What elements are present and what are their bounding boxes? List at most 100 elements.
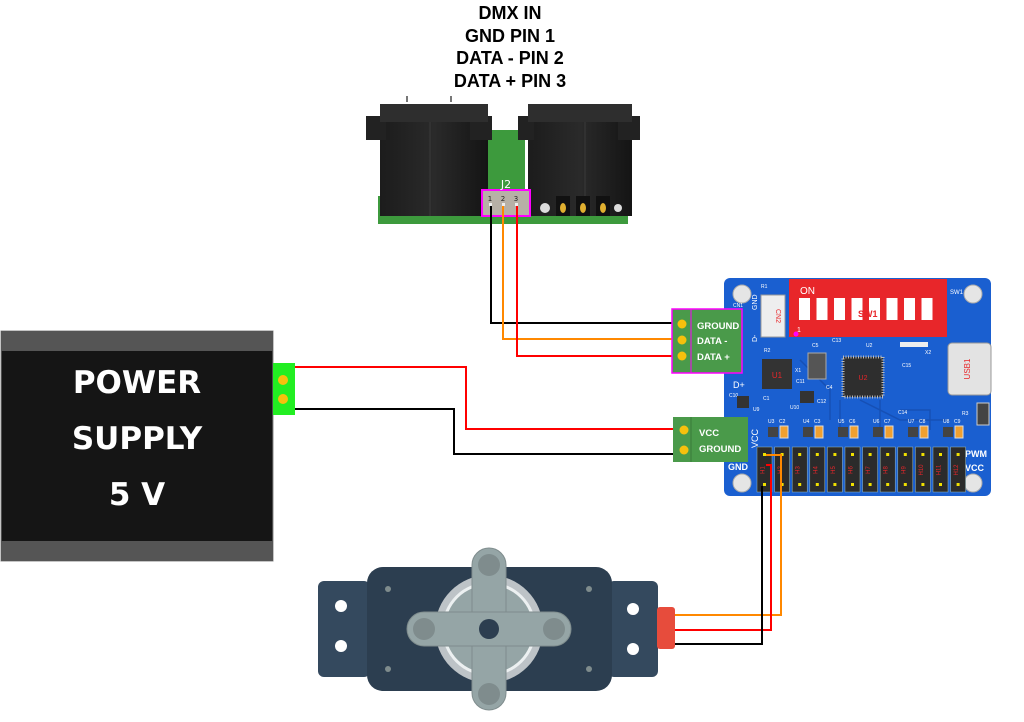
regulator-capacitor: [919, 425, 929, 439]
silk-c11: C11: [796, 379, 805, 385]
header-pin[interactable]: [868, 483, 872, 486]
silk-c13: C13: [832, 338, 841, 344]
j2-pin-label: 1: [488, 195, 492, 203]
mounting-hole: [732, 473, 752, 493]
header-housing: [844, 446, 861, 493]
header-label: H9: [901, 466, 907, 474]
header-pin[interactable]: [903, 453, 907, 456]
servo-header-h5[interactable]: H5: [827, 446, 843, 493]
header-pin[interactable]: [851, 483, 854, 486]
dip-slot[interactable]: [904, 298, 915, 320]
header-pin[interactable]: [903, 483, 907, 486]
u2-microcontroller: U2: [841, 355, 885, 399]
psu-label-line: 5 V: [108, 477, 166, 513]
header-pin[interactable]: [939, 483, 942, 486]
servo-header-h12[interactable]: H12: [950, 446, 966, 493]
servo-header-h11[interactable]: H11: [932, 446, 949, 493]
mounting-hole: [963, 284, 983, 304]
dip-slot[interactable]: [869, 298, 880, 320]
silk-r3: R3: [962, 411, 969, 417]
dip-slot[interactable]: [921, 298, 933, 320]
wire-psu-vcc: [295, 366, 690, 430]
servo-wires: [675, 454, 782, 645]
header-pin[interactable]: [939, 453, 942, 456]
terminal-screw: [677, 319, 687, 329]
header-housing: [791, 446, 808, 493]
header-pin[interactable]: [886, 453, 890, 456]
header-label: H5: [831, 466, 837, 474]
dip-slot[interactable]: [816, 298, 828, 320]
regulator-chip: [768, 427, 778, 437]
silk-u9: U9: [753, 407, 760, 413]
header-pin[interactable]: [798, 453, 802, 456]
silk-c14: C14: [898, 410, 907, 416]
regulator-chip: [943, 427, 953, 437]
silk-regulator-u: U6: [873, 419, 880, 425]
header-pin[interactable]: [956, 483, 960, 486]
silk-regulator-c: C3: [814, 419, 821, 425]
header-pin[interactable]: [763, 483, 766, 486]
servo-header-h8[interactable]: H8: [879, 446, 896, 493]
psu-label-line: POWER: [72, 365, 202, 401]
silk-sw1: SW1: [950, 290, 964, 296]
header-pin[interactable]: [851, 453, 854, 456]
wire-psu-ground: [295, 408, 690, 455]
servo-header-h10[interactable]: H10: [915, 446, 931, 493]
regulator-capacitor: [849, 425, 859, 439]
header-pin[interactable]: [780, 483, 784, 486]
header-pin[interactable]: [833, 483, 837, 486]
header-pin[interactable]: [815, 453, 819, 456]
header-pin[interactable]: [921, 483, 925, 486]
servo-connector: [657, 607, 675, 649]
header-pin[interactable]: [763, 453, 766, 456]
header-pin[interactable]: [780, 453, 784, 456]
silk-regulator-c: C9: [954, 419, 961, 425]
silk-vcc-side: VCC: [750, 428, 760, 448]
dip-slot[interactable]: [851, 298, 863, 320]
header-label: H8: [884, 466, 890, 474]
j2-pin: [515, 203, 518, 206]
servo-header-h3[interactable]: H3: [791, 446, 808, 493]
servo-mount-tab-left: [318, 581, 370, 677]
silk-regulator-c: C8: [919, 419, 926, 425]
power-supply-label: POWER SUPPLY 5 V: [2, 355, 272, 523]
header-pin[interactable]: [798, 483, 802, 486]
silk-regulator-u: U3: [768, 419, 775, 425]
servo-header-h1[interactable]: H1: [756, 446, 773, 493]
header-label: H10: [919, 464, 925, 476]
dmx-title-line: DATA + PIN 3: [453, 70, 567, 91]
silk-c12: C12: [817, 399, 826, 405]
header-pin[interactable]: [886, 483, 890, 486]
header-pin[interactable]: [921, 453, 925, 456]
silk-gnd-bottom: GND: [728, 462, 749, 472]
silk-x2: X2: [925, 350, 931, 356]
silk-c4: C4: [826, 385, 833, 391]
regulator-capacitor: [779, 425, 789, 439]
header-pin[interactable]: [956, 453, 960, 456]
header-pin[interactable]: [833, 453, 837, 456]
header-housing: [932, 446, 949, 493]
servo-header-h4[interactable]: H4: [809, 446, 826, 493]
header-housing: [897, 446, 914, 493]
regulator-capacitor: [954, 425, 964, 439]
regulator-capacitor: [884, 425, 894, 439]
header-pin[interactable]: [815, 483, 819, 486]
silk-regulator-c: C2: [779, 419, 786, 425]
terminal-label-data-plus: DATA +: [697, 352, 730, 363]
servo-header-h9[interactable]: H9: [897, 446, 914, 493]
header-housing: [862, 446, 878, 493]
dip-slot[interactable]: [886, 298, 898, 320]
servo-header-h7[interactable]: H7: [862, 446, 878, 493]
dmx-xlr-connector: J2 1 2 3: [366, 96, 640, 224]
j2-pin-label: 3: [514, 195, 518, 203]
terminal-label-vcc: VCC: [699, 428, 719, 439]
dip-slots: [799, 298, 933, 320]
dip-slot[interactable]: [799, 298, 810, 320]
dip-slot[interactable]: [834, 298, 845, 320]
servo-header-h2[interactable]: H2: [774, 446, 790, 493]
servo-header-h6[interactable]: H6: [844, 446, 861, 493]
dip-pin1-label: 1: [797, 327, 801, 334]
header-pin[interactable]: [868, 453, 872, 456]
